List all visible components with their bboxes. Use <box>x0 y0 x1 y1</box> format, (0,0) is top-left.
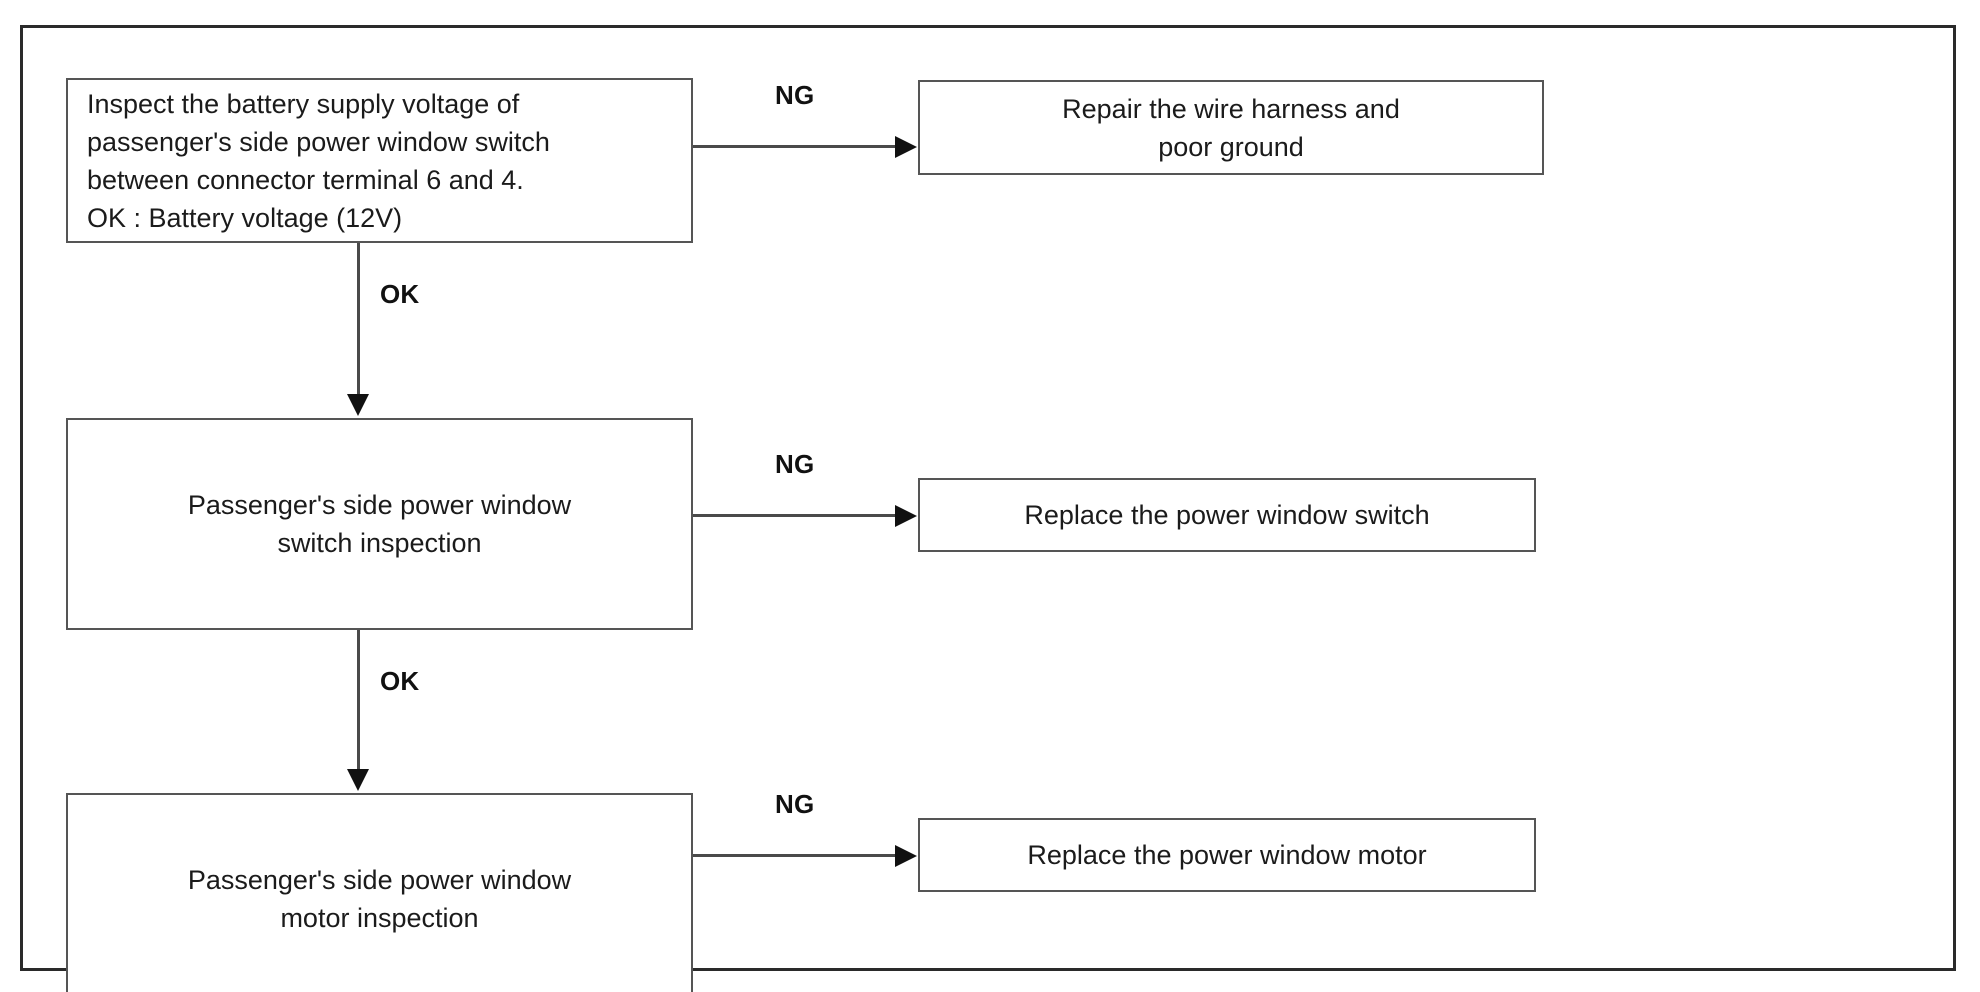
edge-label-ng-1: NG <box>775 80 815 110</box>
edge-line-ok-1 <box>357 243 360 398</box>
node-replace-power-window-motor[interactable]: Replace the power window motor <box>918 818 1536 892</box>
node-inspect-battery-voltage-label: Inspect the battery supply voltage of pa… <box>87 88 550 233</box>
node-switch-inspection[interactable]: Passenger's side power window switch ins… <box>66 418 693 630</box>
edge-line-ng-3 <box>693 854 897 857</box>
node-switch-inspection-label: Passenger's side power window switch ins… <box>187 490 572 558</box>
node-replace-power-window-motor-label: Replace the power window motor <box>1027 840 1427 870</box>
edge-arrowhead-ng-3 <box>895 845 917 867</box>
node-replace-power-window-switch[interactable]: Replace the power window switch <box>918 478 1536 552</box>
edge-label-ng-3: NG <box>775 789 815 819</box>
edge-label-ok-1: OK <box>380 279 420 309</box>
edge-line-ng-1 <box>693 145 897 148</box>
node-motor-inspection-label: Passenger's side power window motor insp… <box>187 865 572 933</box>
node-replace-power-window-switch-label: Replace the power window switch <box>1024 500 1430 530</box>
edge-label-ok-2: OK <box>380 666 420 696</box>
node-repair-wire-harness-label: Repair the wire harness and poor ground <box>1062 93 1400 162</box>
node-repair-wire-harness[interactable]: Repair the wire harness and poor ground <box>918 80 1544 175</box>
edge-arrowhead-ng-2 <box>895 505 917 527</box>
node-motor-inspection[interactable]: Passenger's side power window motor insp… <box>66 793 693 992</box>
edge-line-ok-2 <box>357 630 360 772</box>
diagram-outer-frame: Inspect the battery supply voltage of pa… <box>20 25 1956 992</box>
edge-label-ng-2: NG <box>775 449 815 479</box>
edge-arrowhead-ok-1 <box>347 394 369 416</box>
node-inspect-battery-voltage[interactable]: Inspect the battery supply voltage of pa… <box>66 78 693 243</box>
edge-arrowhead-ok-2 <box>347 769 369 791</box>
edge-line-ng-2 <box>693 514 897 517</box>
edge-arrowhead-ng-1 <box>895 136 917 158</box>
